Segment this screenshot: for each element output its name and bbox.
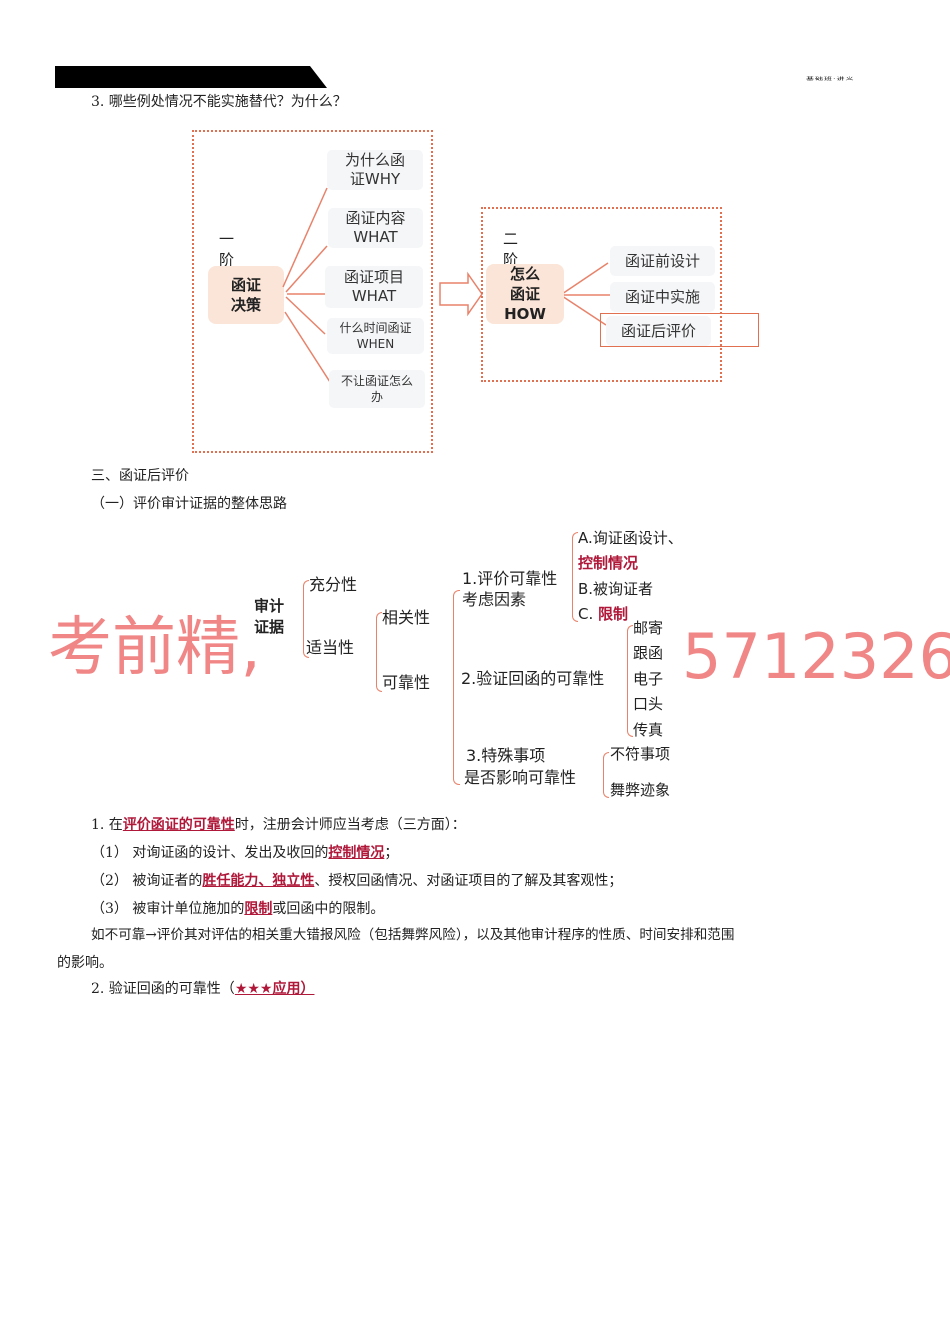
mm-factor-2: 2.验证回函的可靠性 xyxy=(461,669,605,688)
stage2-node-evaluate: 函证后评价 xyxy=(606,316,711,346)
mm-factor-1a: A.询证函设计、 xyxy=(578,529,683,547)
mm-relevance: 相关性 xyxy=(382,608,431,627)
mm-method-oral: 口头 xyxy=(633,695,664,713)
paragraph-2-line1: 如不可靠→评价其对评估的相关重大错报风险（包括舞弊风险），以及其他审计程序的性质… xyxy=(91,927,735,943)
brace-factor-2 xyxy=(627,625,633,737)
watermark-right: 57123263 xyxy=(682,620,950,693)
mm-reliability: 可靠性 xyxy=(382,673,431,692)
mm-method-follow: 跟函 xyxy=(633,644,664,662)
mm-special-fraud: 舞弊迹象 xyxy=(610,781,671,799)
mm-special-mismatch: 不符事项 xyxy=(610,745,671,763)
mm-factor-1c: C. 限制 xyxy=(578,605,629,623)
mm-factor-3: 3.特殊事项是否影响可靠性 xyxy=(464,746,577,787)
list-item-3: （3） 被审计单位施加的限制或回函中的限制。 xyxy=(91,901,385,917)
evaluate-highlight-box xyxy=(600,313,759,347)
mm-method-fax: 传真 xyxy=(633,721,664,739)
brace-level2 xyxy=(376,612,382,692)
list-item-1: （1） 对询证函的设计、发出及收回的控制情况； xyxy=(91,845,399,861)
paragraph-2-line2: 的影响。 xyxy=(57,955,113,971)
stage1-node-refuse: 不让函证怎么办 xyxy=(329,370,425,408)
list-item-2: （2） 被询证者的胜任能力、独立性、授权回函情况、对函证项目的了解及其客观性； xyxy=(91,873,623,889)
mm-method-electronic: 电子 xyxy=(633,670,664,688)
brace-level3 xyxy=(453,590,460,785)
mm-root: 审计证据 xyxy=(252,596,285,638)
brace-factor-1 xyxy=(572,532,578,622)
mm-factor-1a-control: 控制情况 xyxy=(578,554,639,572)
mm-method-mail: 邮寄 xyxy=(633,619,664,637)
paragraph-1: 1. 在评价函证的可靠性时，注册会计师应当考虑（三方面）： xyxy=(91,817,466,833)
stage1-root-node: 函证 决策 xyxy=(208,266,284,324)
brace-level1 xyxy=(303,580,309,658)
stage1-connectors xyxy=(282,187,610,383)
stage2-frame xyxy=(481,207,722,382)
hollow-right-arrow-icon xyxy=(439,271,483,317)
mm-sufficiency: 充分性 xyxy=(309,575,358,594)
question-heading: 3. 哪些例处情况不能实施替代？为什么？ xyxy=(91,94,347,110)
stage2-node-implement: 函证中实施 xyxy=(610,282,715,312)
stage2-node-design: 函证前设计 xyxy=(610,246,715,276)
header-right-text: 基础班·讲义 xyxy=(806,76,855,81)
section-title: 三、函证后评价 xyxy=(91,468,189,484)
header-black-bar xyxy=(55,66,327,88)
stage1-frame xyxy=(192,130,433,453)
brace-factor-3 xyxy=(603,752,609,798)
stage1-node-why: 为什么函证WHY xyxy=(327,150,423,190)
watermark-left: 考前精‚ xyxy=(48,611,261,685)
paragraph-3: 2. 验证回函的可靠性（★★★应用） xyxy=(91,981,315,997)
mm-appropriateness: 适当性 xyxy=(306,638,355,657)
mm-factor-1: 1.评价可靠性考虑因素 xyxy=(462,569,558,609)
section-subtitle: （一）评价审计证据的整体思路 xyxy=(91,496,287,512)
stage2-root-node: 怎么 函证 HOW xyxy=(486,264,564,324)
mm-factor-1b: B.被询证者 xyxy=(578,580,654,598)
